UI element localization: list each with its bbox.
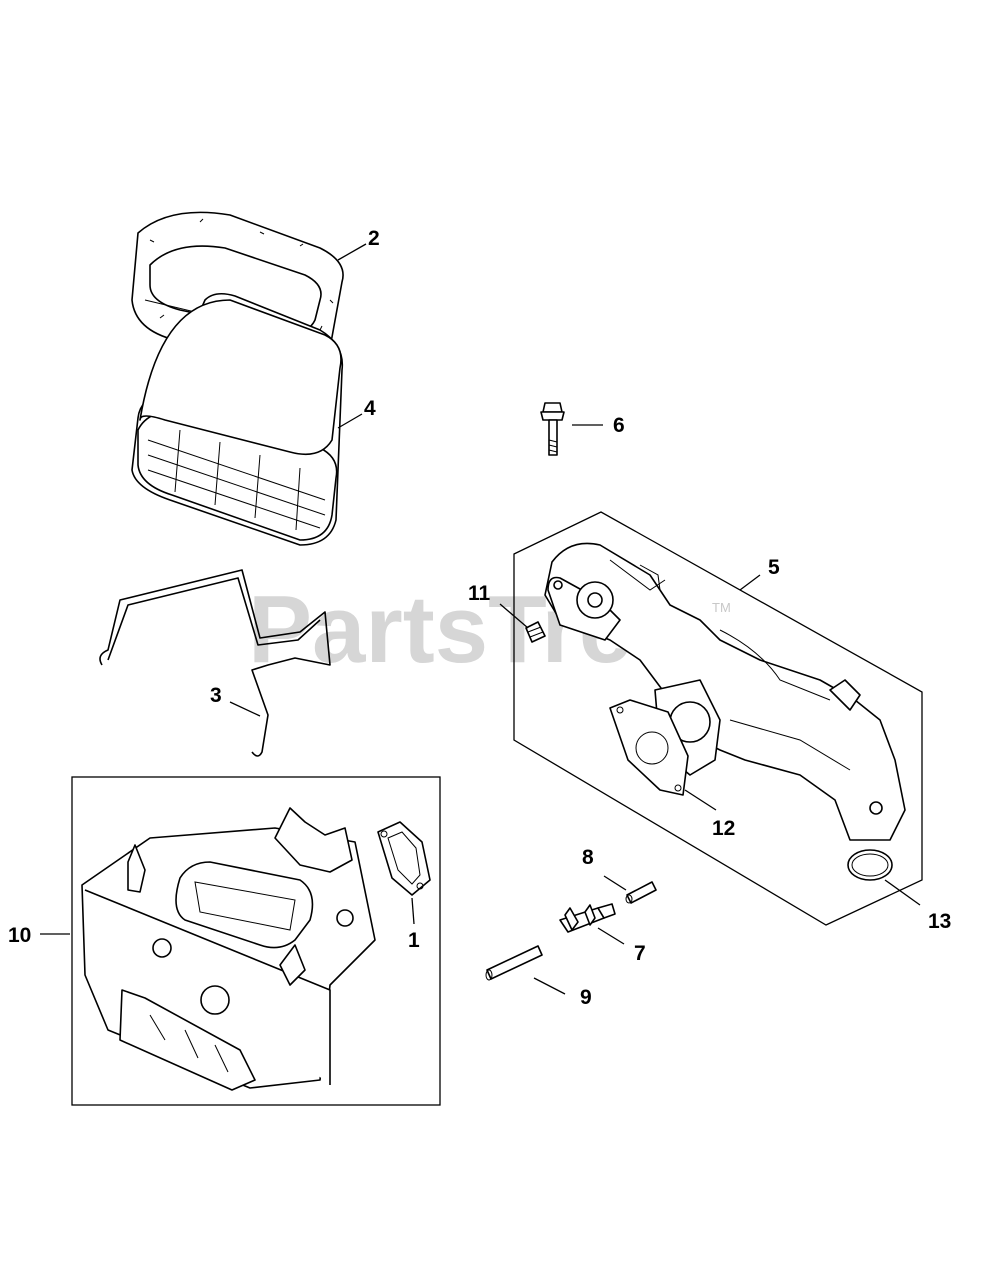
callout-9: 9 [580,986,592,1009]
callout-12: 12 [712,817,735,840]
part-9-long-pin[interactable] [485,945,543,981]
part-13-o-ring[interactable] [847,849,893,881]
part-12-gasket[interactable] [609,699,689,796]
part-4-air-filter[interactable] [131,292,344,546]
watermark-trademark: TM [712,600,731,615]
part-11-fitting[interactable] [525,621,546,643]
callout-11: 11 [468,582,491,605]
callout-7: 7 [634,942,646,965]
part-5-intake-manifold[interactable] [544,542,906,841]
part-6-bolt[interactable] [540,402,565,456]
callout-5: 5 [768,556,780,579]
callout-6: 6 [613,414,625,437]
callout-3: 3 [210,684,222,707]
part-7-breather-fitting[interactable] [559,903,616,933]
callout-2: 2 [368,227,380,250]
callout-1: 1 [408,929,420,952]
part-1-gasket[interactable] [377,821,431,896]
part-5-box [513,511,923,926]
callout-4: 4 [364,397,376,420]
part-8-short-pin[interactable] [625,881,657,904]
callout-8: 8 [582,846,594,869]
leader-lines [40,243,921,995]
part-3-wire-bail[interactable] [99,569,331,757]
part-10-box [71,776,441,1106]
callout-10: 10 [8,924,31,947]
callout-13: 13 [928,910,951,933]
part-10-air-cleaner-base[interactable] [81,807,376,1091]
